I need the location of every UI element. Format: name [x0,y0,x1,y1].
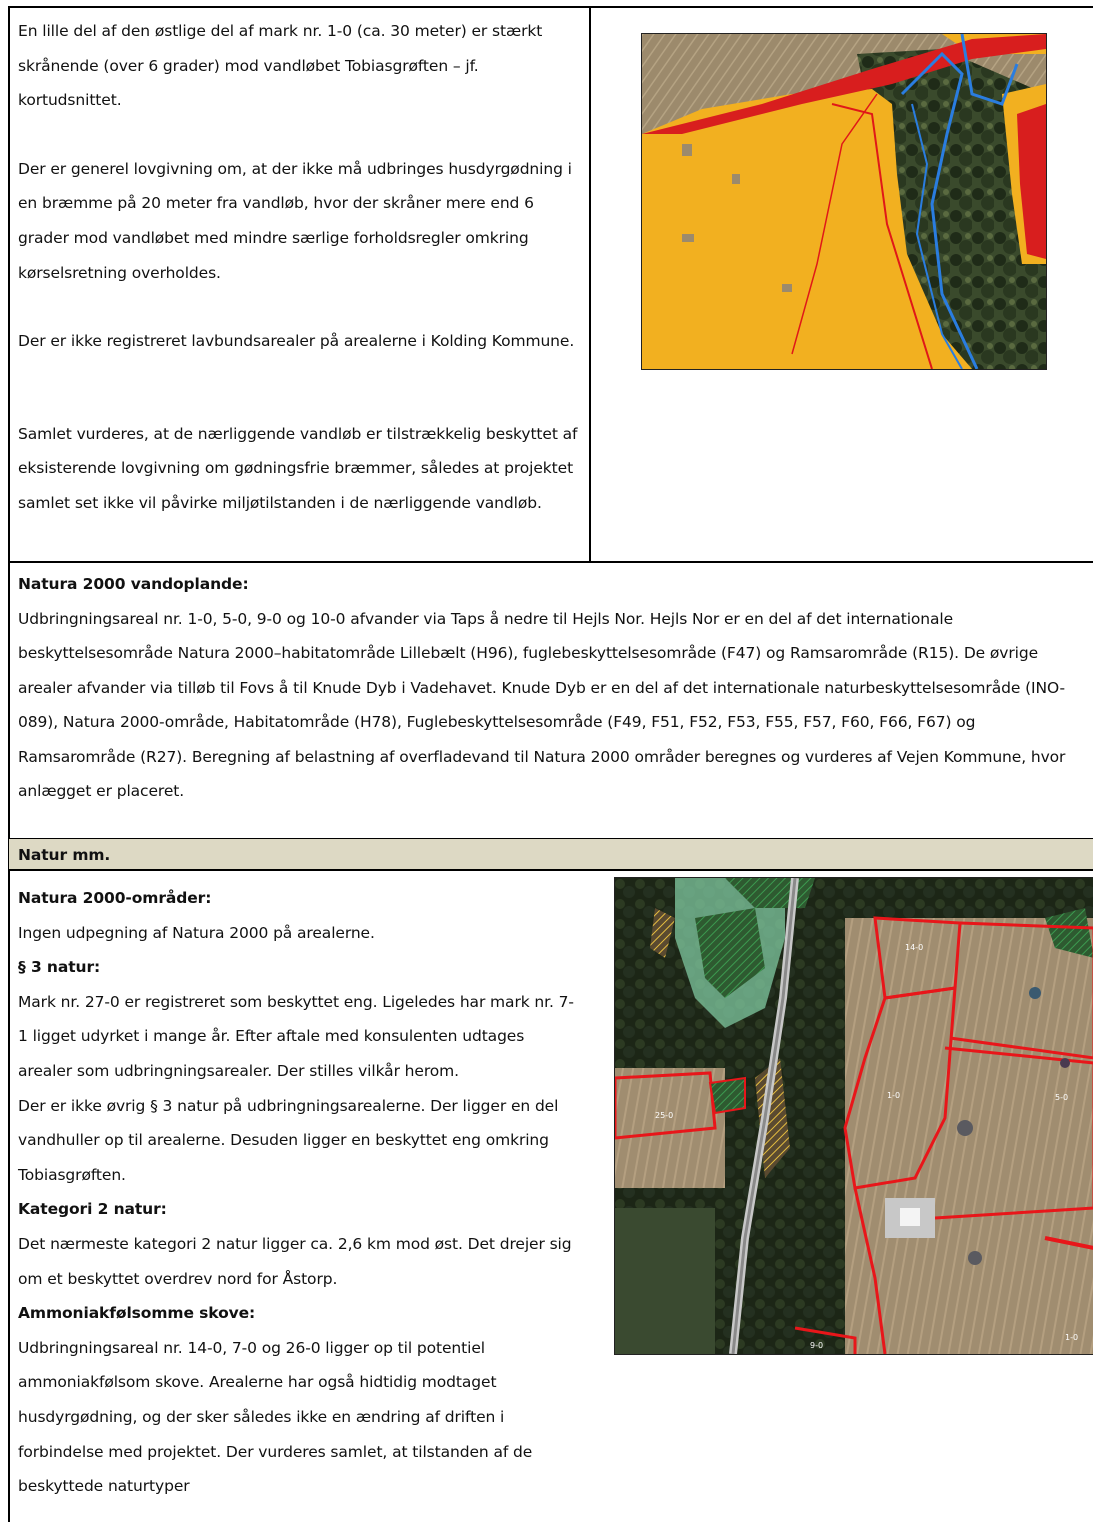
map-label: 5-0 [1055,1093,1068,1102]
paragraph: Det nærmeste kategori 2 natur ligger ca.… [18,1234,572,1288]
paragraph: En lille del af den østlige del af mark … [18,22,543,110]
section-heading: Kategori 2 natur: [18,1200,167,1219]
paragraph: Der er generel lovgivning om, at der ikk… [18,159,572,282]
section1-text: En lille del af den østlige del af mark … [18,14,584,521]
table-left-border [8,6,10,1522]
map-label: 25-0 [655,1111,673,1120]
field-map-image: 14-0 1-0 5-0 25-0 9-0 1-0 [614,877,1093,1355]
natur-header-band [9,839,1093,869]
map-label: 9-0 [810,1341,823,1350]
slope-map-svg [642,34,1046,369]
map-label: 1-0 [887,1091,900,1100]
section1-bottom-border [8,561,1093,563]
paragraph: Der er ikke registreret lavbundsarealer … [18,332,575,351]
slope-map-image [641,33,1047,370]
paragraph: Udbringningsareal nr. 14-0, 7-0 og 26-0 … [18,1338,533,1496]
field-map-svg: 14-0 1-0 5-0 25-0 9-0 1-0 [615,878,1093,1354]
paragraph: Samlet vurderes, at de nærliggende vandl… [18,424,578,512]
section-heading: Natura 2000-områder: [18,889,212,907]
paragraph: Mark nr. 27-0 er registreret som beskytt… [18,992,574,1080]
section1-column-divider [589,6,591,561]
paragraph: Udbringningsareal nr. 1-0, 5-0, 9-0 og 1… [18,609,1066,801]
natura-vandoplande-section: Natura 2000 vandoplande: Udbringningsare… [18,567,1093,809]
table-top-border [8,6,1093,8]
map-label: 1-0 [1065,1333,1078,1342]
section3-text: Natura 2000-områder: Ingen udpegning af … [18,881,580,1504]
natur-header-bottom-border [8,869,1093,871]
section-heading: Natura 2000 vandoplande: [18,575,249,593]
paragraph: Ingen udpegning af Natura 2000 på areale… [18,923,375,942]
section-heading: § 3 natur: [18,958,101,977]
paragraph: Der er ikke øvrig § 3 natur på udbringni… [18,1096,559,1184]
section-heading: Ammoniakfølsomme skove: [18,1304,256,1323]
natur-header-label: Natur mm. [18,846,111,864]
natura-bottom-border [8,838,1093,840]
map-label: 14-0 [905,943,923,952]
